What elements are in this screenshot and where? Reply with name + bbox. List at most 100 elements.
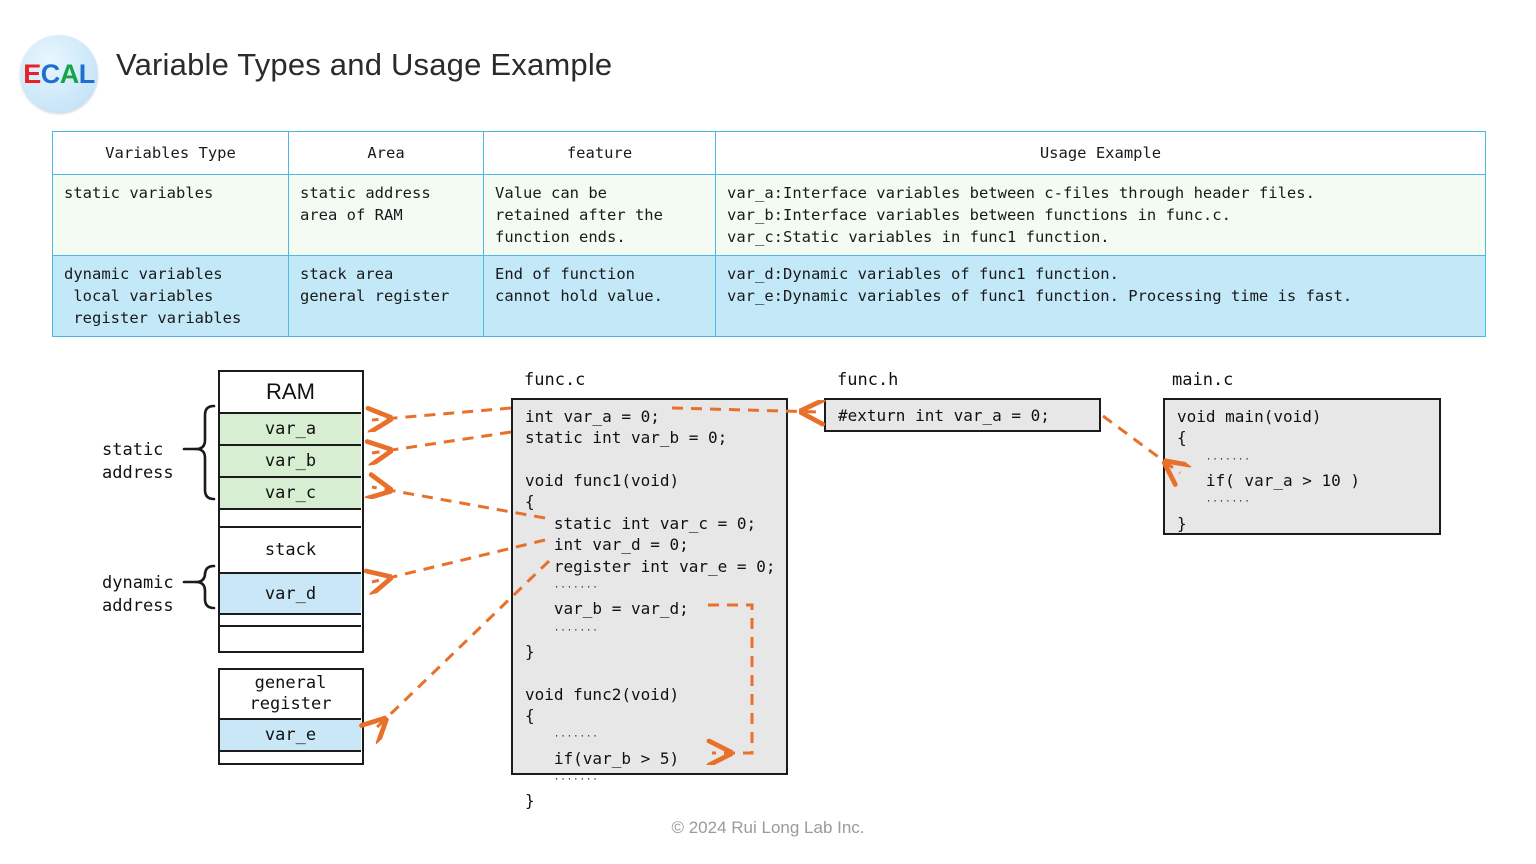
ellipsis-dots: ······· [1205, 497, 1251, 508]
code-line: if(var_b > 5) [525, 748, 680, 768]
ellipsis-dots: ······· [553, 582, 599, 593]
footer-copyright: © 2024 Rui Long Lab Inc. [671, 818, 865, 837]
arrow-var-b-to-ram [372, 430, 512, 453]
code-line: } [525, 791, 535, 811]
cell-area: static address area of RAM [288, 174, 484, 256]
cell-line: cannot hold value. [495, 287, 663, 305]
cell-line: static variables [64, 184, 214, 202]
register-title: general register [220, 670, 361, 720]
ram-cell-var-a: var_a [220, 414, 361, 446]
code-line [525, 449, 776, 470]
cell-usage: var_a:Interface variables between c-file… [715, 174, 1486, 256]
bracket-dynamic-address [194, 564, 216, 610]
ram-title: RAM [220, 372, 361, 414]
general-register-box: general register var_e [218, 668, 364, 765]
ram-cell-empty-2 [220, 615, 361, 627]
code-line: ······· [525, 769, 776, 790]
cell-type: dynamic variables local variables regist… [52, 255, 289, 337]
code-line: register int var_e = 0; [525, 556, 776, 576]
table-header-row: Variables Type Area feature Usage Exampl… [52, 131, 1486, 175]
code-line: ······· [525, 620, 776, 641]
column-header-area: Area [288, 131, 484, 175]
code-line: int var_d = 0; [525, 535, 689, 555]
ram-cell-stack: stack [220, 528, 361, 574]
page-header: ECAL Variable Types and Usage Example [0, 0, 1536, 120]
ram-memory-box: RAM var_a var_b var_c stack var_d [218, 370, 364, 653]
cell-line: register variables [64, 309, 242, 327]
cell-feature: Value can be retained after the function e… [483, 174, 716, 256]
cell-line: var_a:Interface variables between c-file… [727, 184, 1315, 202]
code-line: { [525, 492, 535, 512]
table-row: static variables static address area of RA… [52, 174, 1486, 256]
code-line: } [1177, 513, 1187, 533]
code-line: #exturn int var_a = 0; [838, 406, 1050, 425]
ram-cell-empty-3 [220, 627, 361, 650]
file-label-func-c: func.c [524, 370, 586, 390]
logo-letter-a: A [59, 58, 80, 89]
memory-and-code-diagram: static address dynamic address RAM var_a… [0, 360, 1536, 830]
cell-line: retained after the [495, 206, 663, 224]
ellipsis-dots: ······· [553, 625, 599, 636]
arrow-var-a-to-ram [372, 408, 512, 420]
label-dynamic-address: dynamic address [102, 572, 174, 619]
code-line: ······· [525, 726, 776, 747]
code-line: int var_a = 0; [525, 407, 660, 426]
file-label-func-h: func.h [837, 370, 899, 390]
code-line: static int var_b = 0; [525, 428, 728, 448]
ram-cell-var-d: var_d [220, 574, 361, 615]
ram-cell-var-b: var_b [220, 446, 361, 478]
register-cell-var-e: var_e [220, 720, 361, 752]
cell-line: stack area [300, 265, 394, 283]
code-line: void func2(void) [525, 684, 680, 704]
code-line: ······· [1177, 449, 1429, 470]
cell-line: dynamic variables [64, 265, 223, 283]
column-header-usage-example: Usage Example [715, 131, 1486, 175]
column-header-variables-type: Variables Type [52, 131, 289, 175]
table-row: dynamic variables local variables regist… [52, 255, 1486, 337]
cell-line: var_e:Dynamic variables of func1 functio… [727, 287, 1353, 305]
cell-line: var_c:Static variables in func1 function… [727, 228, 1110, 246]
code-line: ······· [525, 577, 776, 598]
label-dynamic-line1: dynamic [102, 573, 174, 593]
cell-line: Value can be [495, 184, 607, 202]
code-line: { [1177, 428, 1187, 448]
column-header-feature: feature [483, 131, 716, 175]
bracket-static-address [194, 404, 216, 501]
code-panel-func-c: int var_a = 0; static int var_b = 0; void… [511, 398, 788, 810]
code-panel-main-c: void main(void){ ······· if( var_a > 10 … [1163, 398, 1441, 535]
ram-cell-var-c: var_c [220, 478, 361, 510]
cell-line: local variables [64, 287, 214, 305]
ram-cell-empty-1 [220, 510, 361, 528]
cell-type: static variables [52, 174, 289, 256]
cell-line: function ends. [495, 228, 626, 246]
logo-letter-l: L [78, 58, 96, 89]
register-title-line1: general [254, 673, 327, 694]
code-line [525, 662, 776, 683]
cell-area: stack area general register [288, 255, 484, 337]
code-line: void func1(void) [525, 471, 680, 491]
cell-line: area of RAM [300, 206, 403, 224]
cell-line: End of function [495, 265, 635, 283]
code-line: static int var_c = 0; [525, 513, 757, 533]
code-line: void main(void) [1177, 407, 1322, 426]
label-static-line2: address [102, 463, 174, 484]
bracket-group [182, 404, 216, 610]
code-panel-func-h: #exturn int var_a = 0; [824, 398, 1101, 432]
cell-line: static address [300, 184, 431, 202]
code-line: ······· [1177, 491, 1429, 512]
ellipsis-dots: ······· [553, 775, 599, 786]
cell-line: var_d:Dynamic variables of func1 functio… [727, 265, 1119, 283]
code-line: { [525, 706, 535, 726]
code-line: } [525, 641, 535, 661]
register-cell-empty [220, 752, 361, 762]
code-line: var_b = var_d; [525, 599, 689, 619]
ecal-logo: ECAL [20, 35, 98, 113]
cell-usage: var_d:Dynamic variables of func1 functio… [715, 255, 1486, 337]
cell-line: var_b:Interface variables between functi… [727, 206, 1231, 224]
logo-letter-c: C [40, 58, 61, 89]
cell-line: general register [300, 287, 450, 305]
logo-letter-e: E [23, 58, 41, 89]
label-static-line1: static [102, 440, 164, 460]
label-dynamic-line2: address [102, 596, 174, 617]
label-static-address: static address [102, 439, 174, 486]
